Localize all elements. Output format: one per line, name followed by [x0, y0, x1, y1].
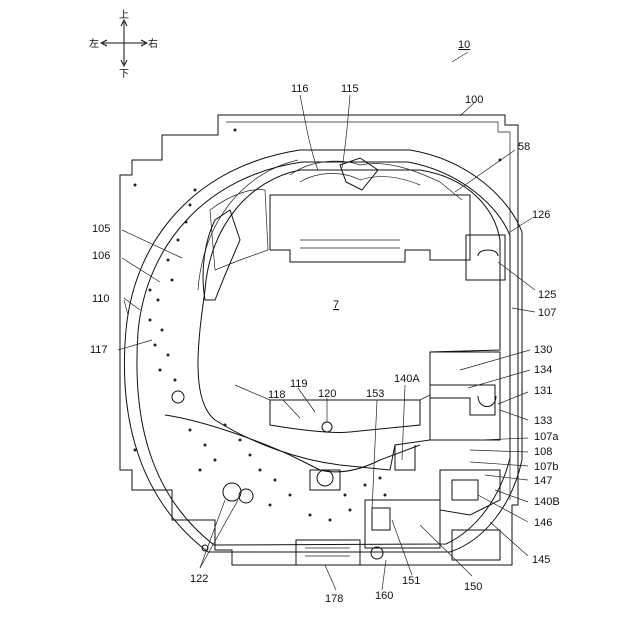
right-prize-devices: [430, 235, 505, 515]
lower-guide-rail: [165, 415, 420, 472]
label-153: 153: [366, 388, 384, 400]
start-prize-port: [317, 470, 333, 486]
label-120: 120: [318, 388, 336, 400]
label-125: 125: [538, 289, 556, 301]
label-133: 133: [534, 415, 552, 427]
left-decoration: [203, 210, 240, 300]
label-119: 119: [290, 378, 308, 390]
label-107a: 107a: [534, 431, 559, 443]
compass-up: 上: [119, 9, 129, 21]
label-116: 116: [291, 83, 309, 95]
label-110: 110: [92, 293, 110, 305]
figure-leader: [452, 52, 468, 62]
top-decoration: [210, 158, 470, 270]
label-140A: 140A: [394, 373, 420, 385]
compass-down: 下: [119, 69, 129, 80]
label-105: 105: [92, 223, 110, 235]
label-146: 146: [534, 517, 552, 529]
compass-left: 左: [89, 37, 99, 50]
label-140B: 140B: [534, 496, 560, 508]
label-130: 130: [534, 344, 552, 356]
label-145: 145: [532, 554, 550, 566]
label-150: 150: [464, 581, 482, 593]
label-100: 100: [465, 94, 483, 106]
center-label: 7: [333, 299, 339, 311]
label-122: 122: [190, 573, 208, 585]
direction-compass: 上 下 左 右: [89, 9, 158, 80]
lower-gates: [365, 445, 500, 560]
label-178: 178: [325, 593, 343, 605]
label-118: 118: [268, 389, 286, 401]
label-107b: 107b: [534, 461, 558, 473]
label-107: 107: [538, 307, 556, 319]
label-131: 131: [534, 385, 552, 397]
label-117: 117: [90, 344, 108, 356]
label-58: 58: [518, 141, 530, 153]
screw-lower: [371, 547, 383, 559]
label-160: 160: [375, 590, 393, 602]
figure-number: 10: [458, 39, 470, 51]
label-147: 147: [534, 475, 552, 487]
compass-right: 右: [148, 37, 158, 50]
base-board-inner-edge: [226, 122, 510, 500]
label-151: 151: [402, 575, 420, 587]
label-134: 134: [534, 364, 552, 376]
label-126: 126: [532, 209, 550, 221]
start-prize-frame: [310, 470, 340, 490]
leader-lines: [118, 95, 535, 590]
label-108: 108: [534, 446, 552, 458]
inner-play-area: [198, 160, 500, 470]
label-106: 106: [92, 250, 110, 262]
windmills: [172, 391, 253, 503]
label-115: 115: [341, 83, 359, 95]
